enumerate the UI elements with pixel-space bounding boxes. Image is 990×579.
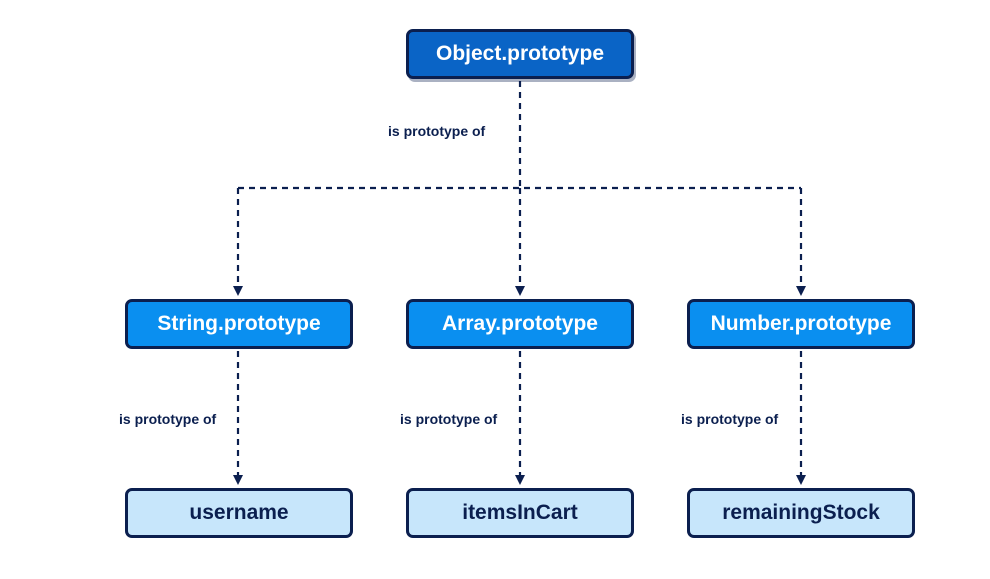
array-edge-label: is prototype of bbox=[400, 411, 498, 427]
number-edge-label: is prototype of bbox=[681, 411, 779, 427]
string-prototype-node: String.prototype bbox=[125, 299, 353, 349]
username-label: username bbox=[189, 501, 289, 524]
root-edge-label: is prototype of bbox=[388, 123, 486, 139]
string-prototype-label: String.prototype bbox=[157, 312, 321, 335]
number-prototype-node: Number.prototype bbox=[687, 299, 915, 349]
username-node: username bbox=[125, 488, 353, 538]
remainingstock-label: remainingStock bbox=[722, 501, 880, 524]
itemsincart-label: itemsInCart bbox=[462, 501, 578, 524]
array-prototype-label: Array.prototype bbox=[442, 312, 598, 335]
number-prototype-label: Number.prototype bbox=[710, 312, 892, 335]
remainingstock-node: remainingStock bbox=[687, 488, 915, 538]
object-prototype-label: Object.prototype bbox=[435, 42, 604, 65]
array-prototype-node: Array.prototype bbox=[406, 299, 634, 349]
object-prototype-node: Object.prototype bbox=[406, 29, 634, 79]
itemsincart-node: itemsInCart bbox=[406, 488, 634, 538]
string-edge-label: is prototype of bbox=[119, 411, 217, 427]
